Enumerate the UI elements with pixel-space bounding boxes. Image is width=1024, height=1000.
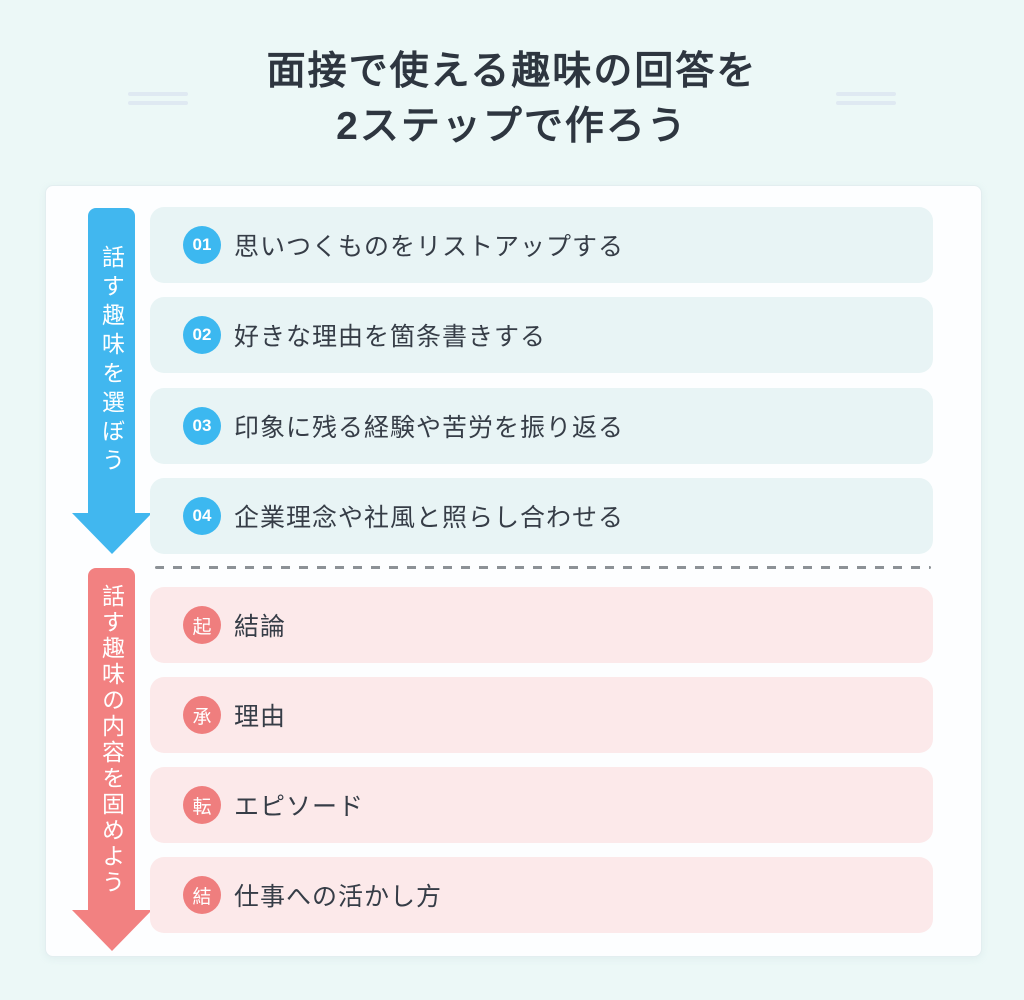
step1-item-1-label: 思いつくものをリストアップする — [234, 233, 625, 261]
step2-item-4-badge: 結 — [183, 876, 221, 914]
step1-item-2-badge: 02 — [183, 316, 221, 354]
step1-item-1-badge: 01 — [183, 226, 221, 264]
decorative-line — [836, 92, 896, 96]
dashed-divider — [155, 566, 931, 569]
step1-item-3: 03 印象に残る経験や苦労を振り返る — [150, 388, 933, 464]
step1-item-4-badge: 04 — [183, 497, 221, 535]
step1-down-arrow-head — [72, 513, 152, 554]
step1-item-4: 04 企業理念や社風と照らし合わせる — [150, 478, 933, 554]
step2-item-1-label: 結論 — [234, 613, 287, 641]
decorative-line — [836, 101, 896, 105]
page-title-line2: 2ステップで作ろう — [336, 105, 688, 149]
step1-item-2: 02 好きな理由を箇条書きする — [150, 297, 933, 373]
step2-item-4-label: 仕事への活かし方 — [234, 883, 443, 911]
step2-item-3-badge: 転 — [183, 786, 221, 824]
step2-item-1-badge: 起 — [183, 606, 221, 644]
page-title-line1: 面接で使える趣味の回答を — [266, 50, 758, 93]
step2-item-2-label: 理由 — [234, 703, 287, 731]
step2-item-3: 転 エピソード — [150, 767, 933, 843]
step1-item-4-label: 企業理念や社風と照らし合わせる — [234, 504, 625, 532]
step2-item-2: 承 理由 — [150, 677, 933, 753]
step2-arrow-label: 話す趣味の内容を固めよう — [98, 583, 125, 896]
decorative-lines-left — [128, 92, 188, 106]
step1-arrow-label: 話す趣味を選ぼう — [98, 245, 125, 477]
decorative-lines-right — [836, 92, 896, 106]
step1-item-3-label: 印象に残る経験や苦労を振り返る — [234, 414, 625, 442]
page-title: 面接で使える趣味の回答を 2ステップで作ろう — [0, 44, 1024, 155]
step2-item-1: 起 結論 — [150, 587, 933, 663]
decorative-line — [128, 92, 188, 96]
step2-item-3-label: エピソード — [234, 793, 365, 821]
step2-item-4: 結 仕事への活かし方 — [150, 857, 933, 933]
step2-item-2-badge: 承 — [183, 696, 221, 734]
step1-item-2-label: 好きな理由を箇条書きする — [234, 323, 547, 351]
step2-down-arrow: 話す趣味の内容を固めよう — [88, 568, 135, 911]
step1-item-3-badge: 03 — [183, 407, 221, 445]
decorative-line — [128, 101, 188, 105]
step1-item-1: 01 思いつくものをリストアップする — [150, 207, 933, 283]
step2-down-arrow-head — [72, 910, 152, 951]
step1-down-arrow: 話す趣味を選ぼう — [88, 208, 135, 514]
